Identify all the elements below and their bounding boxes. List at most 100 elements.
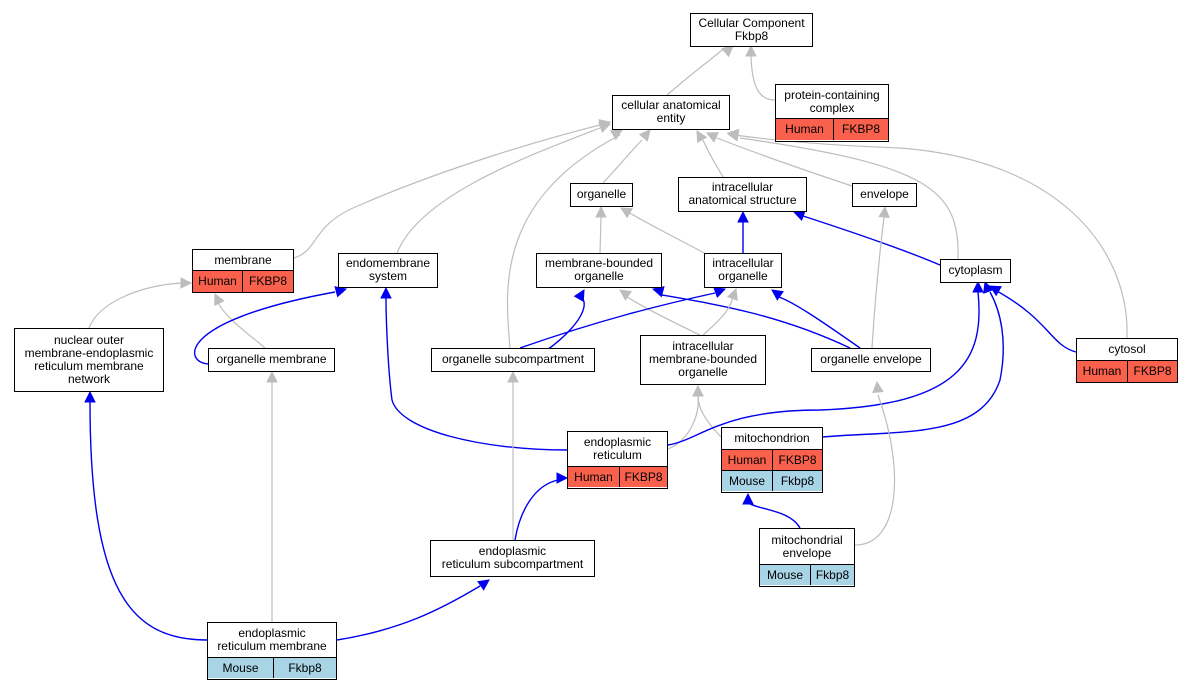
node-label: nuclear outer membrane-endoplasmic retic…: [24, 332, 154, 386]
gene-cell: FKBP8: [619, 467, 667, 487]
node-label: intracellular organelle: [712, 256, 774, 283]
node-er-subcompartment[interactable]: endoplasmic reticulum subcompartment: [430, 540, 595, 577]
edge-io-organelle-line: [627, 211, 711, 257]
edge-io-ias-arrowhead: [737, 210, 749, 223]
edge-os-io: [519, 287, 727, 349]
edge-mbo-organelle: [595, 205, 607, 254]
edge-pcc-root-line: [750, 55, 776, 101]
node-organelle-envelope[interactable]: organelle envelope: [811, 348, 931, 372]
node-cytosol[interactable]: cytosol Human FKBP8: [1076, 338, 1178, 383]
edge-cytosol-cae-arrowhead: [726, 128, 740, 141]
node-organelle[interactable]: organelle: [570, 183, 633, 207]
node-label: intracellular anatomical structure: [688, 180, 797, 207]
edge-cyto-ias: [792, 210, 941, 266]
edge-mbo-organelle-arrowhead: [595, 205, 607, 218]
node-mitochondrion[interactable]: mitochondrion Human FKBP8 Mouse Fkbp8: [721, 427, 823, 493]
node-membrane-bounded-organelle[interactable]: membrane-bounded organelle: [536, 253, 662, 288]
edge-erm-nuc: [84, 390, 208, 641]
edge-ias-cae-line: [702, 139, 724, 178]
edge-oe-io-arrowhead: [771, 289, 784, 301]
edge-erm-om: [266, 370, 278, 622]
edge-om-membrane-line: [217, 302, 266, 349]
edge-envelope-cae-arrowhead: [705, 132, 719, 143]
edge-erm-ersub: [336, 579, 490, 641]
edge-mito-cyto-arrowhead: [983, 280, 995, 294]
edge-er-cyto: [667, 280, 984, 446]
edge-er-cyto-arrowhead: [972, 280, 984, 293]
edge-mitoenv-mito-line: [747, 502, 801, 529]
edge-envelope-oe-line: [871, 216, 885, 349]
node-er-membrane[interactable]: endoplasmic reticulum membrane Mouse Fkb…: [207, 622, 337, 680]
node-envelope[interactable]: envelope: [852, 183, 917, 207]
edge-mitoenv-oe-arrowhead: [872, 380, 884, 393]
node-mitochondrial-envelope[interactable]: mitochondrial envelope Mouse Fkbp8: [759, 528, 855, 587]
edge-io-mbo: [619, 289, 701, 336]
gene-cell: FKBP8: [242, 271, 293, 292]
edge-imbo-io-line: [702, 296, 734, 336]
edge-envelope-oe-arrowhead: [878, 205, 890, 218]
node-endomembrane-system[interactable]: endomembrane system: [338, 253, 438, 288]
edge-imbo-io-arrowhead: [726, 287, 738, 301]
node-intracellular-organelle[interactable]: intracellular organelle: [704, 253, 782, 288]
annotation-row: Human FKBP8: [776, 118, 888, 140]
edge-er-endo-arrowhead: [380, 286, 392, 299]
edge-nuc-membrane: [88, 277, 193, 329]
edge-om-endo-line: [193, 291, 336, 365]
species-cell: Human: [568, 467, 619, 487]
node-label: organelle subcompartment: [441, 352, 585, 366]
node-endoplasmic-reticulum[interactable]: endoplasmic reticulum Human FKBP8: [567, 431, 668, 489]
edge-oe-io: [771, 289, 861, 349]
node-intracellular-membrane-bounded-organelle[interactable]: intracellular membrane-bounded organelle: [640, 335, 766, 385]
node-label: endoplasmic reticulum: [583, 435, 652, 462]
edge-ias-cae-arrowhead: [696, 130, 708, 143]
edge-envelope-oe: [871, 205, 890, 349]
edge-nuc-membrane-line: [88, 282, 183, 329]
gene-cell: Fkbp8: [810, 565, 854, 585]
edge-cae-root: [666, 45, 734, 96]
edge-endo-cae-arrowhead: [598, 122, 612, 134]
edge-er-cyto-line: [667, 291, 980, 446]
edge-imbo-io: [702, 287, 738, 336]
node-organelle-subcompartment[interactable]: organelle subcompartment: [431, 348, 595, 372]
node-intracellular-anatomical-structure[interactable]: intracellular anatomical structure: [678, 177, 807, 212]
edge-er-endo-line: [385, 297, 568, 451]
edge-io-organelle-arrowhead: [620, 207, 633, 219]
edge-os-cae-line: [506, 134, 621, 349]
node-organelle-membrane[interactable]: organelle membrane: [208, 348, 335, 372]
annotation-row: Human FKBP8: [722, 449, 822, 470]
node-cytoplasm[interactable]: cytoplasm: [940, 259, 1011, 283]
edge-mito-imbo-line: [697, 395, 722, 438]
species-cell: Mouse: [760, 565, 810, 585]
edge-envelope-cae: [705, 132, 853, 187]
node-protein-containing-complex[interactable]: protein-containing complex Human FKBP8: [775, 84, 889, 142]
edge-cytosol-cyto-arrowhead: [989, 285, 1002, 297]
annotation-row: Human FKBP8: [193, 270, 293, 292]
annotation-row: Mouse Fkbp8: [760, 564, 854, 585]
edge-oe-io-line: [778, 296, 861, 349]
edge-io-mbo-arrowhead: [619, 289, 632, 301]
edge-erm-ersub-line: [336, 585, 481, 641]
edge-cae-root-line: [666, 46, 727, 96]
node-nuclear-outer-membrane-er-network[interactable]: nuclear outer membrane-endoplasmic retic…: [14, 328, 164, 392]
node-label: cytosol: [1108, 342, 1146, 356]
edge-cytosol-cyto: [989, 285, 1077, 353]
edge-erm-nuc-line: [89, 401, 208, 641]
gene-cell: Fkbp8: [273, 658, 336, 678]
node-membrane[interactable]: membrane Human FKBP8: [192, 249, 294, 293]
edge-om-membrane-arrowhead: [214, 292, 225, 306]
node-label: organelle: [576, 187, 627, 201]
edge-mito-cyto: [822, 280, 1004, 438]
node-cellular-anatomical-entity[interactable]: cellular anatomical entity: [612, 95, 730, 130]
gene-cell: FKBP8: [1127, 361, 1177, 382]
node-label: endomembrane system: [345, 256, 431, 283]
species-cell: Mouse: [722, 471, 772, 491]
annotation-row: Human FKBP8: [568, 466, 667, 487]
node-cellular-component-root[interactable]: Cellular Component Fkbp8: [690, 13, 813, 47]
edge-mitoenv-mito-arrowhead: [742, 492, 754, 505]
node-label: endoplasmic reticulum subcompartment: [441, 544, 584, 571]
edge-os-io-line: [519, 292, 716, 349]
edge-membrane-cae: [293, 119, 612, 259]
edge-nuc-membrane-arrowhead: [180, 277, 193, 289]
